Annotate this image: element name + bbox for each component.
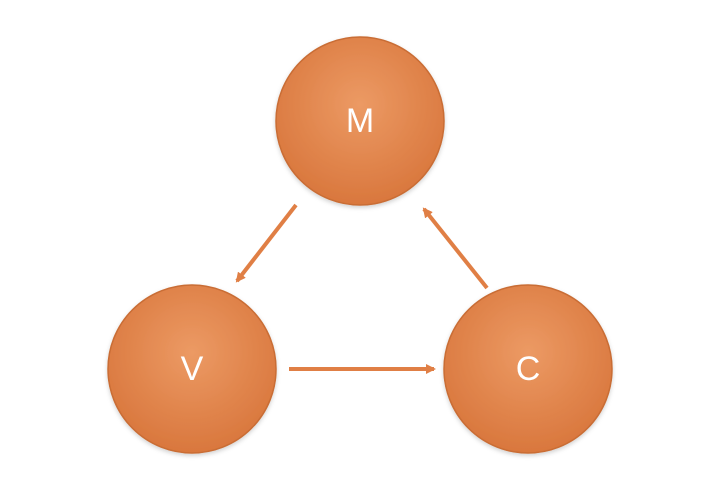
node-m-circle bbox=[275, 36, 445, 206]
node-m: M bbox=[275, 36, 445, 206]
node-v-label: V bbox=[181, 350, 204, 388]
arrow-c-to-m bbox=[422, 207, 489, 290]
node-c: C bbox=[443, 284, 613, 454]
node-v: V bbox=[107, 284, 277, 454]
node-c-circle bbox=[443, 284, 613, 454]
edges bbox=[235, 203, 489, 374]
node-v-circle bbox=[107, 284, 277, 454]
arrow-m-to-v bbox=[235, 203, 298, 283]
node-c-label: C bbox=[516, 350, 541, 388]
node-m-label: M bbox=[346, 102, 374, 140]
